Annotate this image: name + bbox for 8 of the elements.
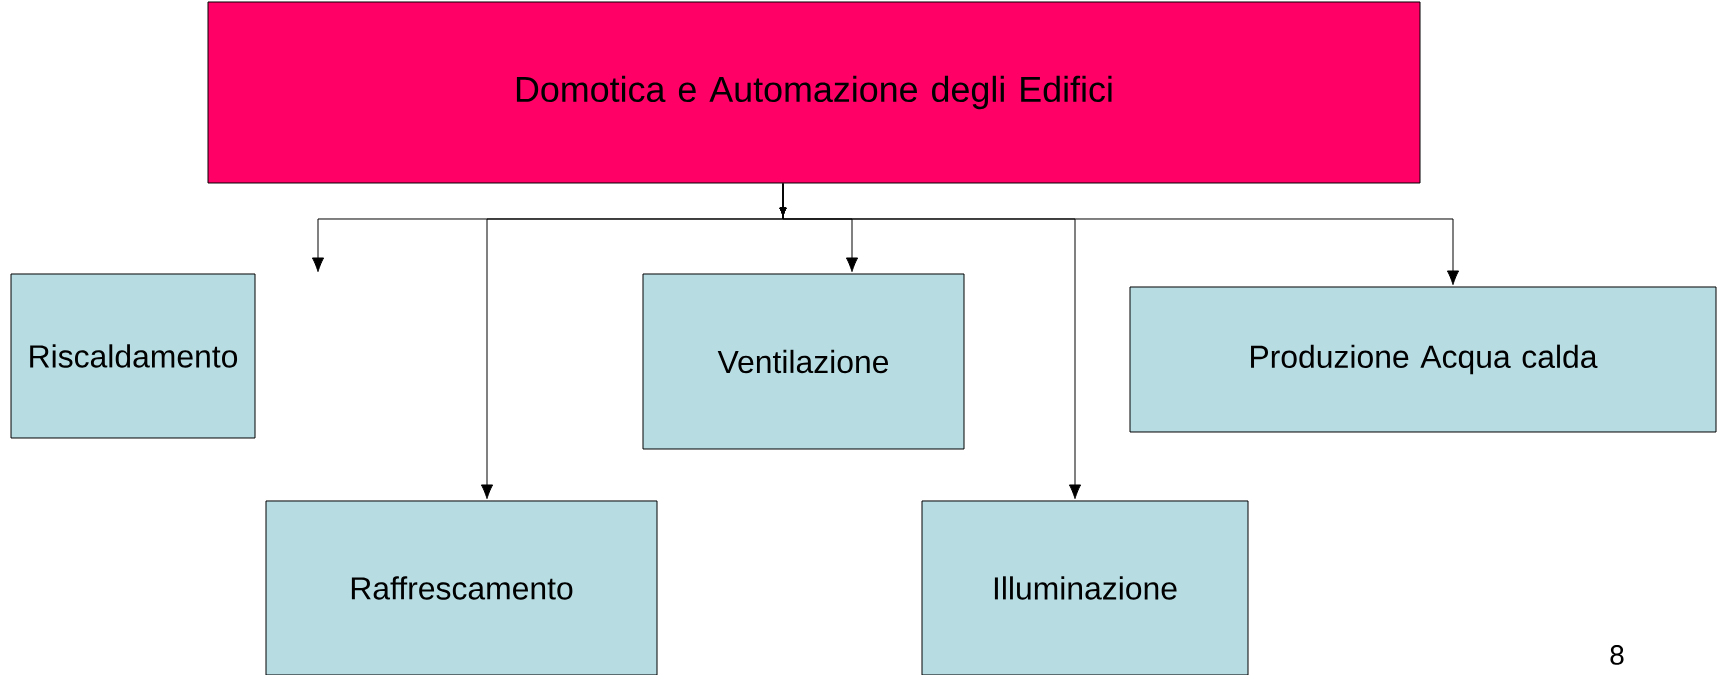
arrow bbox=[779, 183, 1460, 286]
category-box: Ventilazione bbox=[642, 273, 965, 450]
category-box: Raffrescamento bbox=[265, 500, 658, 675]
category-box: Riscaldamento bbox=[10, 273, 256, 439]
page-number: 8 bbox=[1610, 645, 1624, 665]
category-box: Produzione Acqua calda bbox=[1129, 286, 1717, 433]
title-box: Domotica e Automazione degli Edifici bbox=[207, 1, 1421, 184]
category-box: Illuminazione bbox=[921, 500, 1249, 675]
